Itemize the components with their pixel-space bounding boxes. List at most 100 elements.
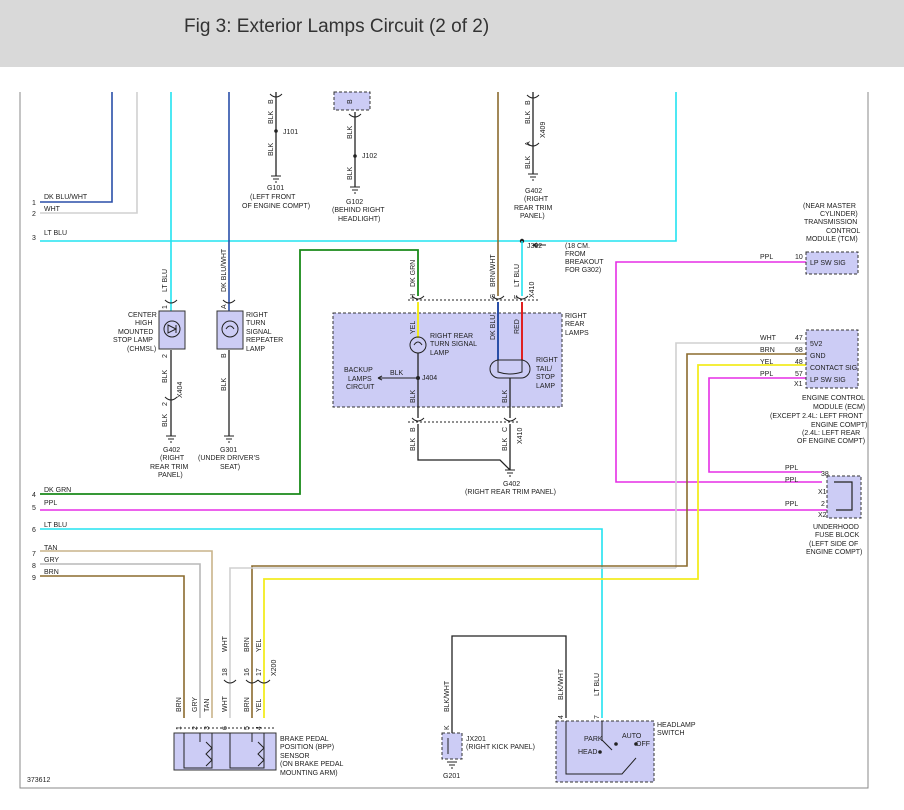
j102-splice [353, 154, 357, 158]
chmsl-bulb [163, 320, 181, 338]
j332-desc-4: FOR G302) [565, 267, 601, 274]
rear-rear-label: REAR [565, 321, 584, 328]
g102-desc-1: (BEHIND RIGHT [332, 207, 385, 214]
tcm-module: (NEAR MASTER CYLINDER) TRANSMISSION CONT… [615, 203, 860, 483]
repeater-label-3: SIGNAL [246, 329, 272, 336]
headlamp-wire-1: BLK/WHT [558, 668, 565, 700]
ecm-ppl-wire [708, 377, 822, 473]
g101-desc-2: OF ENGINE COMPT) [242, 203, 310, 210]
ecm-connector: X1 [794, 381, 803, 388]
tcm-label-1: (NEAR MASTER [803, 203, 856, 210]
tcm-ppl-wire [615, 261, 822, 483]
g101-label: G101 [267, 185, 284, 192]
repeater-pin-b: B [221, 353, 228, 358]
chmsl-pin-3: 2 [162, 402, 169, 406]
g101-blk-2: BLK [268, 142, 275, 156]
g301-desc-2: SEAT) [220, 464, 240, 471]
ecm-term-3: CONTACT SIG [810, 365, 857, 372]
headlamp-switch: BLK/WHT LT BLU 4 7 HEADLAMP SWITCH PARK … [555, 668, 696, 783]
jx201-ground: BLK/WHT K JX201 (RIGHT KICK PANEL) G201 [441, 635, 567, 780]
ecm-term-4: LP SW SIG [810, 377, 846, 384]
tcm-label-2: CYLINDER) [820, 211, 858, 218]
ecm-pin-4: 57 [795, 371, 803, 378]
repeater-lamp: DK BLU/WHT A RIGHT TURN SIGNAL REPEATER … [198, 92, 283, 471]
ecm-pin-3: 48 [795, 359, 803, 366]
wire-label-6: LT BLU [44, 522, 67, 529]
g102-pin-b: B [347, 99, 354, 104]
j332-label: J332 [527, 243, 542, 250]
bpp-up-16: 16 [244, 668, 251, 676]
fuse-block: PPL 38 X1 PPL PPL 2 X2 UNDERHOOD FUSE BL… [785, 465, 862, 556]
wire-dkgrn [40, 249, 419, 495]
headlamp-wire-2: LT BLU [594, 673, 601, 696]
chmsl-label-4: STOP LAMP [113, 337, 153, 344]
repeater-filament [225, 325, 235, 330]
wire-num-4: 4 [32, 492, 36, 499]
wire-num-5: 5 [32, 505, 36, 512]
bpp-up-18: 18 [222, 668, 229, 676]
g402-top-ground-symbol [528, 173, 538, 181]
chmsl-box [158, 310, 186, 350]
tcm-pin: 10 [795, 254, 803, 261]
wire-num-6: 6 [32, 527, 36, 534]
wire-label-8: GRY [44, 557, 59, 564]
g101-connector [269, 93, 283, 98]
repeater-ground-symbol [224, 435, 234, 443]
rear-pin-c: C [502, 427, 509, 432]
tcm-box [805, 251, 859, 275]
chmsl-pin-1: 1 [162, 305, 169, 309]
g402-top-connector-1 [526, 94, 540, 99]
rear-ltblu-label: LT BLU [514, 264, 521, 287]
rear-lamps-label: LAMPS [565, 330, 589, 337]
tail-label-3: STOP [536, 374, 555, 381]
figure-title: Fig 3: Exterior Lamps Circuit (2 of 2) [184, 16, 490, 37]
ecm-wht-wire [675, 342, 806, 568]
g102-connector [348, 113, 362, 118]
ecm-wire-1: WHT [760, 335, 777, 342]
wire-dkblu-wht [40, 92, 113, 203]
bpp-wire-brn: BRN [176, 697, 183, 712]
chmsl-connector-low [164, 396, 178, 401]
g301-label: G301 [220, 447, 237, 454]
turn-label-1: RIGHT REAR [430, 333, 473, 340]
rear-connector-b [411, 417, 425, 422]
ecm-label-6: OF ENGINE COMPT) [797, 438, 865, 445]
tcm-terminal: LP SW SIG [810, 260, 846, 267]
backup-label-2: LAMPS [348, 376, 372, 383]
repeater-label-4: REPEATER [246, 337, 283, 344]
fuse-pin-2: 2 [821, 501, 825, 508]
bpp-pin-2: 2 [192, 726, 199, 730]
jx201-blkwht-wire [451, 635, 567, 733]
bpp-pin-3: 3 [204, 726, 211, 730]
fuse-pin-38: 38 [821, 471, 829, 478]
wire-label-3: LT BLU [44, 230, 67, 237]
bpp-wire-gry: GRY [192, 697, 199, 712]
wire-tan [40, 550, 213, 718]
j102-label: J102 [362, 153, 377, 160]
g201-label: G201 [443, 773, 460, 780]
jx201-label: JX201 [466, 736, 486, 743]
headlamp-pin-7: 7 [594, 715, 601, 719]
repeater-pin-a: A [221, 304, 228, 309]
bpp-pin-5: 5 [244, 726, 251, 730]
backup-blk-label: BLK [390, 370, 404, 377]
ecm-wire-3: YEL [760, 359, 773, 366]
wire-ltblu-6 [40, 528, 603, 718]
bpp-sensor: BRN GRY TAN WHT BRN YEL 1 2 3 6 5 4 WHT … [173, 635, 344, 777]
ecm-brn-wire [251, 353, 806, 718]
rear-pin-g: G [490, 294, 497, 299]
g102-blk-1: BLK [347, 125, 354, 139]
ecm-label-4: ENGINE COMPT) [811, 422, 867, 429]
wire-wht [40, 92, 138, 214]
repeater-wire-top: DK BLU/WHT [221, 248, 228, 292]
g101-blk-1: BLK [268, 110, 275, 124]
bpp-up-wht: WHT [222, 635, 229, 652]
g101-ground-symbol [271, 175, 281, 183]
rear-connector-h [411, 295, 425, 300]
rear-red-label: RED [514, 319, 521, 334]
wire-label-9: BRN [44, 569, 59, 576]
chmsl-g-desc-3: PANEL) [158, 472, 183, 479]
repeater-label-1: RIGHT [246, 312, 269, 319]
repeater-connector [222, 299, 236, 304]
chmsl-label-3: MOUNTED [118, 329, 153, 336]
